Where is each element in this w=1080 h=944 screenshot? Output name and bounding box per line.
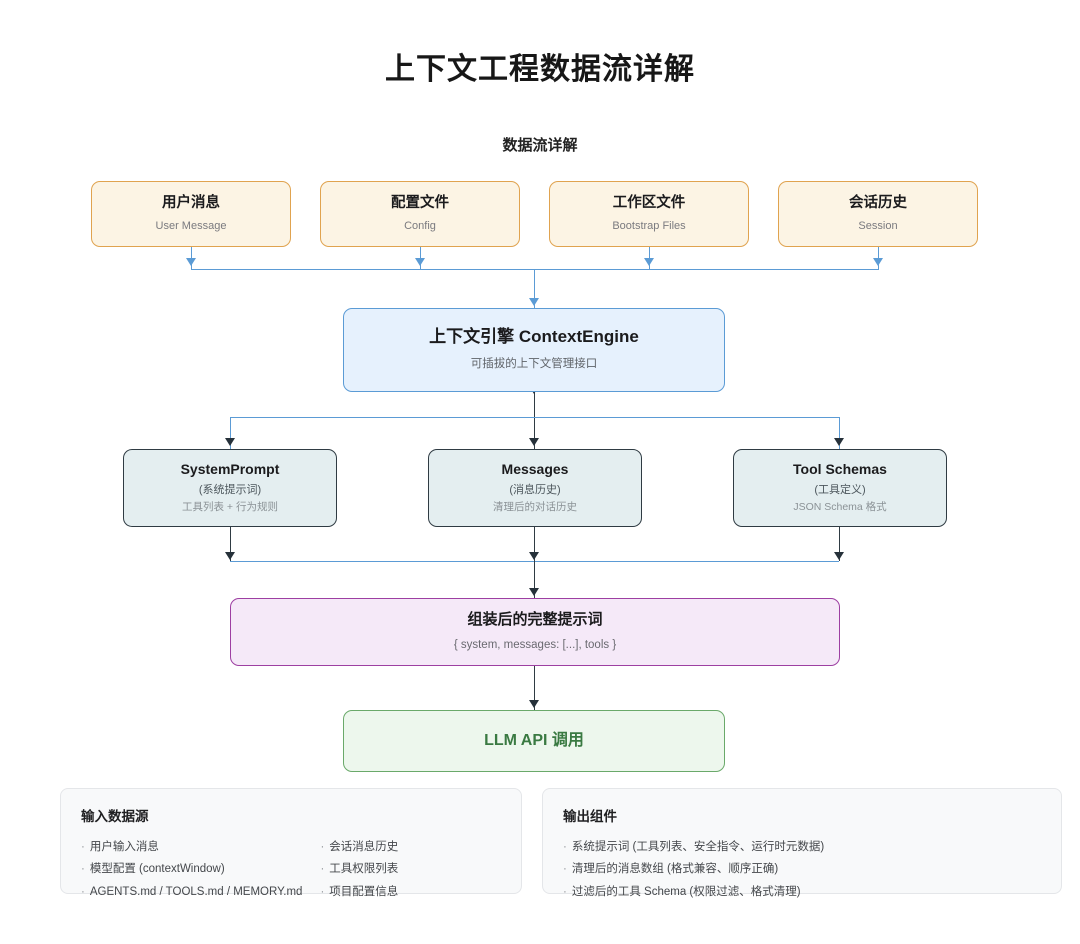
node-title: 工作区文件 bbox=[612, 194, 686, 211]
bullet-icon: · bbox=[320, 841, 325, 853]
wire-prompt-to-llm bbox=[534, 666, 535, 710]
wire-source-bus bbox=[191, 269, 879, 270]
wire-bus-to-systemprompt bbox=[230, 417, 231, 449]
legend-column-right: · 会话消息历史 · 工具权限列表 · 项目配置信息 bbox=[320, 836, 398, 903]
arrowhead-prompt-in bbox=[529, 588, 539, 596]
bullet-icon: · bbox=[320, 885, 325, 898]
node-detail: 清理后的对话历史 bbox=[493, 501, 577, 514]
node-session[interactable]: 会话历史 Session bbox=[778, 181, 978, 247]
node-bootstrap-files[interactable]: 工作区文件 Bootstrap Files bbox=[549, 181, 749, 247]
arrowhead-user-message bbox=[186, 258, 196, 266]
list-item: · 用户输入消息 bbox=[81, 836, 302, 858]
arrowhead-toolschemas-out bbox=[834, 552, 844, 560]
list-item-label: 用户输入消息 bbox=[89, 841, 159, 853]
node-title: SystemPrompt bbox=[180, 460, 280, 477]
node-user-message[interactable]: 用户消息 User Message bbox=[91, 181, 291, 247]
node-title: 配置文件 bbox=[391, 194, 449, 211]
node-context-engine[interactable]: 上下文引擎 ContextEngine 可插拔的上下文管理接口 bbox=[343, 308, 725, 392]
wire-bus-to-prompt bbox=[534, 561, 535, 598]
legend-title: 输出组件 bbox=[563, 809, 617, 824]
node-title: 会话历史 bbox=[849, 194, 907, 211]
wire-bus-to-engine bbox=[534, 269, 535, 308]
legend-title: 输入数据源 bbox=[81, 809, 149, 824]
list-item-label: 模型配置 (contextWindow) bbox=[89, 863, 225, 876]
node-detail: 工具列表 + 行为规则 bbox=[182, 501, 278, 514]
section-subtitle: 数据流详解 bbox=[502, 137, 578, 154]
node-tool-schemas[interactable]: Tool Schemas (工具定义) JSON Schema 格式 bbox=[733, 449, 947, 527]
node-title: LLM API 调用 bbox=[484, 732, 584, 750]
node-subtitle: Config bbox=[404, 219, 436, 232]
list-item: · 项目配置信息 bbox=[320, 881, 398, 903]
node-messages[interactable]: Messages (消息历史) 清理后的对话历史 bbox=[428, 449, 642, 527]
arrowhead-llm-in bbox=[529, 700, 539, 708]
legend-output-components: 输出组件 · 系统提示词 (工具列表、安全指令、运行时元数据) · 清理后的消息数组… bbox=[542, 788, 1062, 898]
node-title: 用户消息 bbox=[162, 194, 220, 211]
node-assembled-prompt[interactable]: 组装后的完整提示词 { system, messages: [...], too… bbox=[230, 598, 840, 666]
list-item: · 会话消息历史 bbox=[320, 836, 398, 858]
list-item: · 过滤后的工具 Schema (权限过滤、格式清理) bbox=[563, 881, 824, 903]
node-subtitle: Bootstrap Files bbox=[612, 219, 686, 232]
node-system-prompt[interactable]: SystemPrompt (系统提示词) 工具列表 + 行为规则 bbox=[123, 449, 337, 527]
arrowhead-session bbox=[873, 258, 883, 266]
bullet-icon: · bbox=[81, 885, 85, 898]
wire-messages-down bbox=[534, 527, 535, 561]
arrowhead-messages-in bbox=[529, 438, 539, 446]
list-item: · 工具权限列表 bbox=[320, 858, 398, 880]
bullet-icon: · bbox=[81, 841, 85, 853]
wire-component-bus bbox=[230, 417, 839, 418]
node-subtitle: (工具定义) bbox=[814, 483, 866, 496]
node-llm-api-call[interactable]: LLM API 调用 bbox=[343, 710, 725, 772]
list-item-label: AGENTS.md / TOOLS.md / MEMORY.md bbox=[89, 885, 303, 898]
wire-systemprompt-down bbox=[230, 527, 231, 561]
wire-engine-down bbox=[534, 392, 535, 449]
bullet-icon: · bbox=[563, 863, 567, 876]
node-subtitle: { system, messages: [...], tools } bbox=[453, 638, 617, 651]
list-item: · 清理后的消息数组 (格式兼容、顺序正确) bbox=[563, 858, 824, 880]
bullet-icon: · bbox=[320, 863, 325, 876]
arrowhead-toolschemas-in bbox=[834, 438, 844, 446]
node-detail: JSON Schema 格式 bbox=[793, 501, 887, 514]
node-title: Tool Schemas bbox=[793, 460, 887, 477]
arrowhead-systemprompt-out bbox=[225, 552, 235, 560]
node-title: 上下文引擎 ContextEngine bbox=[429, 327, 639, 347]
bullet-icon: · bbox=[81, 863, 85, 876]
list-item: · 系统提示词 (工具列表、安全指令、运行时元数据) bbox=[563, 836, 824, 858]
legend-column-left: · 用户输入消息 · 模型配置 (contextWindow) · AGENTS.md… bbox=[81, 836, 302, 903]
arrowhead-bootstrap bbox=[644, 258, 654, 266]
list-item: · AGENTS.md / TOOLS.md / MEMORY.md bbox=[81, 881, 302, 903]
bullet-icon: · bbox=[563, 885, 567, 898]
list-item-label: 过滤后的工具 Schema (权限过滤、格式清理) bbox=[571, 885, 801, 898]
wire-bus-to-toolschemas bbox=[839, 417, 840, 449]
arrowhead-messages-out bbox=[529, 552, 539, 560]
page-title: 上下文工程数据流详解 bbox=[385, 53, 695, 86]
list-item-label: 会话消息历史 bbox=[329, 841, 399, 853]
node-subtitle: 可插拔的上下文管理接口 bbox=[470, 358, 598, 371]
arrowhead-systemprompt-in bbox=[225, 438, 235, 446]
node-title: Messages bbox=[501, 460, 569, 477]
arrowhead-config bbox=[415, 258, 425, 266]
legend-input-sources: 输入数据源 · 用户输入消息 · 模型配置 (contextWindow) · AGE… bbox=[60, 788, 522, 898]
node-subtitle: (消息历史) bbox=[509, 483, 561, 496]
list-item-label: 工具权限列表 bbox=[329, 863, 399, 876]
legend-column-left: · 系统提示词 (工具列表、安全指令、运行时元数据) · 清理后的消息数组 (格式兼… bbox=[563, 836, 824, 903]
list-item: · 模型配置 (contextWindow) bbox=[81, 858, 302, 880]
list-item-label: 系统提示词 (工具列表、安全指令、运行时元数据) bbox=[571, 841, 825, 853]
node-subtitle: Session bbox=[858, 219, 898, 232]
bullet-icon: · bbox=[563, 841, 567, 853]
node-config[interactable]: 配置文件 Config bbox=[320, 181, 520, 247]
node-title: 组装后的完整提示词 bbox=[467, 611, 603, 629]
list-item-label: 清理后的消息数组 (格式兼容、顺序正确) bbox=[571, 863, 779, 876]
arrowhead-engine-in bbox=[529, 298, 539, 306]
node-subtitle: (系统提示词) bbox=[198, 483, 262, 496]
node-subtitle: User Message bbox=[155, 219, 227, 232]
wire-toolschemas-down bbox=[839, 527, 840, 561]
list-item-label: 项目配置信息 bbox=[329, 885, 399, 898]
